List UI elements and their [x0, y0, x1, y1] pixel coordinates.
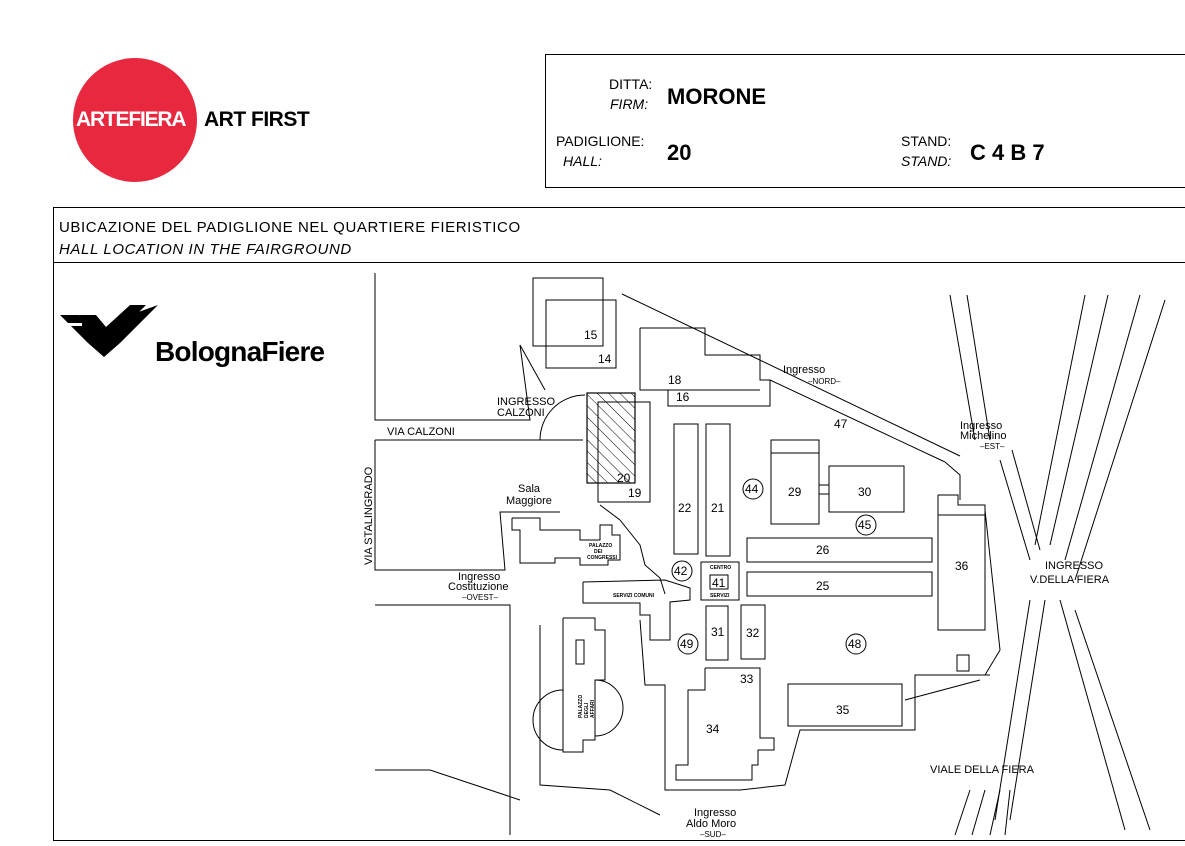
- area-48-label: 48: [848, 637, 862, 651]
- palazzo-congressi-label-2: DEI: [594, 549, 603, 555]
- hall-20-highlight: [586, 392, 636, 484]
- artefiera-logo: [73, 58, 197, 182]
- firm-info-box: [545, 54, 1185, 188]
- hall-31-label: 31: [711, 625, 725, 639]
- area-41-label: 41: [712, 576, 726, 590]
- hall-33-label: 33: [740, 672, 754, 686]
- hall-19-label: 19: [628, 486, 642, 500]
- hall-22-label: 22: [678, 501, 692, 515]
- hall-34-label: 34: [706, 722, 720, 736]
- hall-29-label: 29: [788, 485, 802, 499]
- palazzo-affari-label-1: PALAZZO: [578, 695, 584, 718]
- firm-label-en: FIRM:: [610, 96, 649, 112]
- hall-value: 20: [667, 140, 692, 165]
- bolognafiere-logo-icon: [60, 305, 158, 357]
- ingresso-calzoni-label-1: INGRESSO: [497, 396, 556, 408]
- ingresso-michelino-label-1: Ingresso: [960, 420, 1002, 432]
- ingresso-calzoni-label-2: CALZONI: [497, 407, 545, 419]
- ingresso-nord-label-2: –NORD–: [808, 377, 841, 386]
- area-49-label: 49: [680, 637, 694, 651]
- ingresso-fiera-label-2: V.DELLA FIERA: [1030, 574, 1110, 586]
- area-45-label: 45: [858, 518, 872, 532]
- area-42-label: 42: [674, 564, 688, 578]
- hall-30-label: 30: [858, 485, 872, 499]
- viale-della-fiera-label: VIALE DELLA FIERA: [930, 764, 1035, 776]
- hall-label-en: HALL:: [563, 153, 602, 169]
- hall-14-label: 14: [598, 352, 612, 366]
- centro-servizi-label-2: SERVIZI: [710, 593, 730, 599]
- hall-32-label: 32: [746, 626, 760, 640]
- hall-36-label: 36: [955, 559, 969, 573]
- area-44-label: 44: [745, 482, 759, 496]
- hall-25-label: 25: [816, 579, 830, 593]
- sala-maggiore-label-1: Sala: [518, 483, 541, 495]
- ingresso-aldo-moro-label-1: Ingresso: [694, 807, 736, 819]
- ingresso-nord-label-1: Ingresso: [783, 364, 825, 376]
- hall-35-label: 35: [836, 703, 850, 717]
- ingresso-aldo-moro-label-2: Aldo Moro: [686, 818, 736, 830]
- ingresso-costituzione-label-2: Costituzione: [448, 581, 509, 593]
- stand-label: STAND:: [901, 133, 952, 149]
- section-subtitle: HALL LOCATION IN THE FAIRGROUND: [59, 241, 352, 258]
- hall-26-label: 26: [816, 543, 830, 557]
- hall-16-label: 16: [676, 390, 690, 404]
- palazzo-congressi-label-3: CONGRESSI: [587, 555, 618, 561]
- firm-value: MORONE: [667, 84, 766, 109]
- artefiera-logo-text: ARTEFIERA: [76, 108, 187, 131]
- map-frame: [53, 207, 1185, 841]
- hall-label: PADIGLIONE:: [556, 133, 645, 149]
- hall-15-label: 15: [584, 328, 598, 342]
- bolognafiere-logo-text: BolognaFiere: [155, 336, 325, 367]
- hall-21-label: 21: [711, 501, 725, 515]
- section-title: UBICAZIONE DEL PADIGLIONE NEL QUARTIERE …: [59, 219, 521, 236]
- servizi-comuni-label: SERVIZI COMUNI: [613, 593, 655, 599]
- via-calzoni-label: VIA CALZONI: [387, 426, 455, 438]
- stand-label-en: STAND:: [901, 153, 952, 169]
- ingresso-michelino-label-3: –EST–: [980, 442, 1005, 451]
- ingresso-costituzione-label-3: –OVEST–: [462, 593, 499, 602]
- map-header-divider: [53, 262, 1185, 263]
- via-stalingrado-label: VIA STALINGRADO: [363, 466, 375, 565]
- palazzo-affari-label-2: DEGLI: [584, 702, 590, 718]
- hall-47-label: 47: [834, 417, 848, 431]
- hall-20-label: 20: [617, 471, 631, 485]
- ingresso-michelino-label-2: Michelino: [960, 430, 1006, 442]
- ingresso-aldo-moro-label-3: –SUD–: [700, 830, 726, 839]
- firm-label: DITTA:: [609, 76, 653, 92]
- artefiera-tagline: ART FIRST: [204, 108, 310, 131]
- hall-18-label: 18: [668, 373, 682, 387]
- centro-servizi-label-1: CENTRO: [710, 565, 731, 571]
- ingresso-fiera-label-1: INGRESSO: [1045, 560, 1104, 572]
- palazzo-congressi-label-1: PALAZZO: [589, 543, 612, 549]
- sala-maggiore-label-2: Maggiore: [506, 495, 552, 507]
- palazzo-affari-label-3: AFFARI: [590, 699, 596, 718]
- ingresso-costituzione-label-1: Ingresso: [458, 571, 500, 583]
- stand-value: C 4 B 7: [970, 140, 1045, 165]
